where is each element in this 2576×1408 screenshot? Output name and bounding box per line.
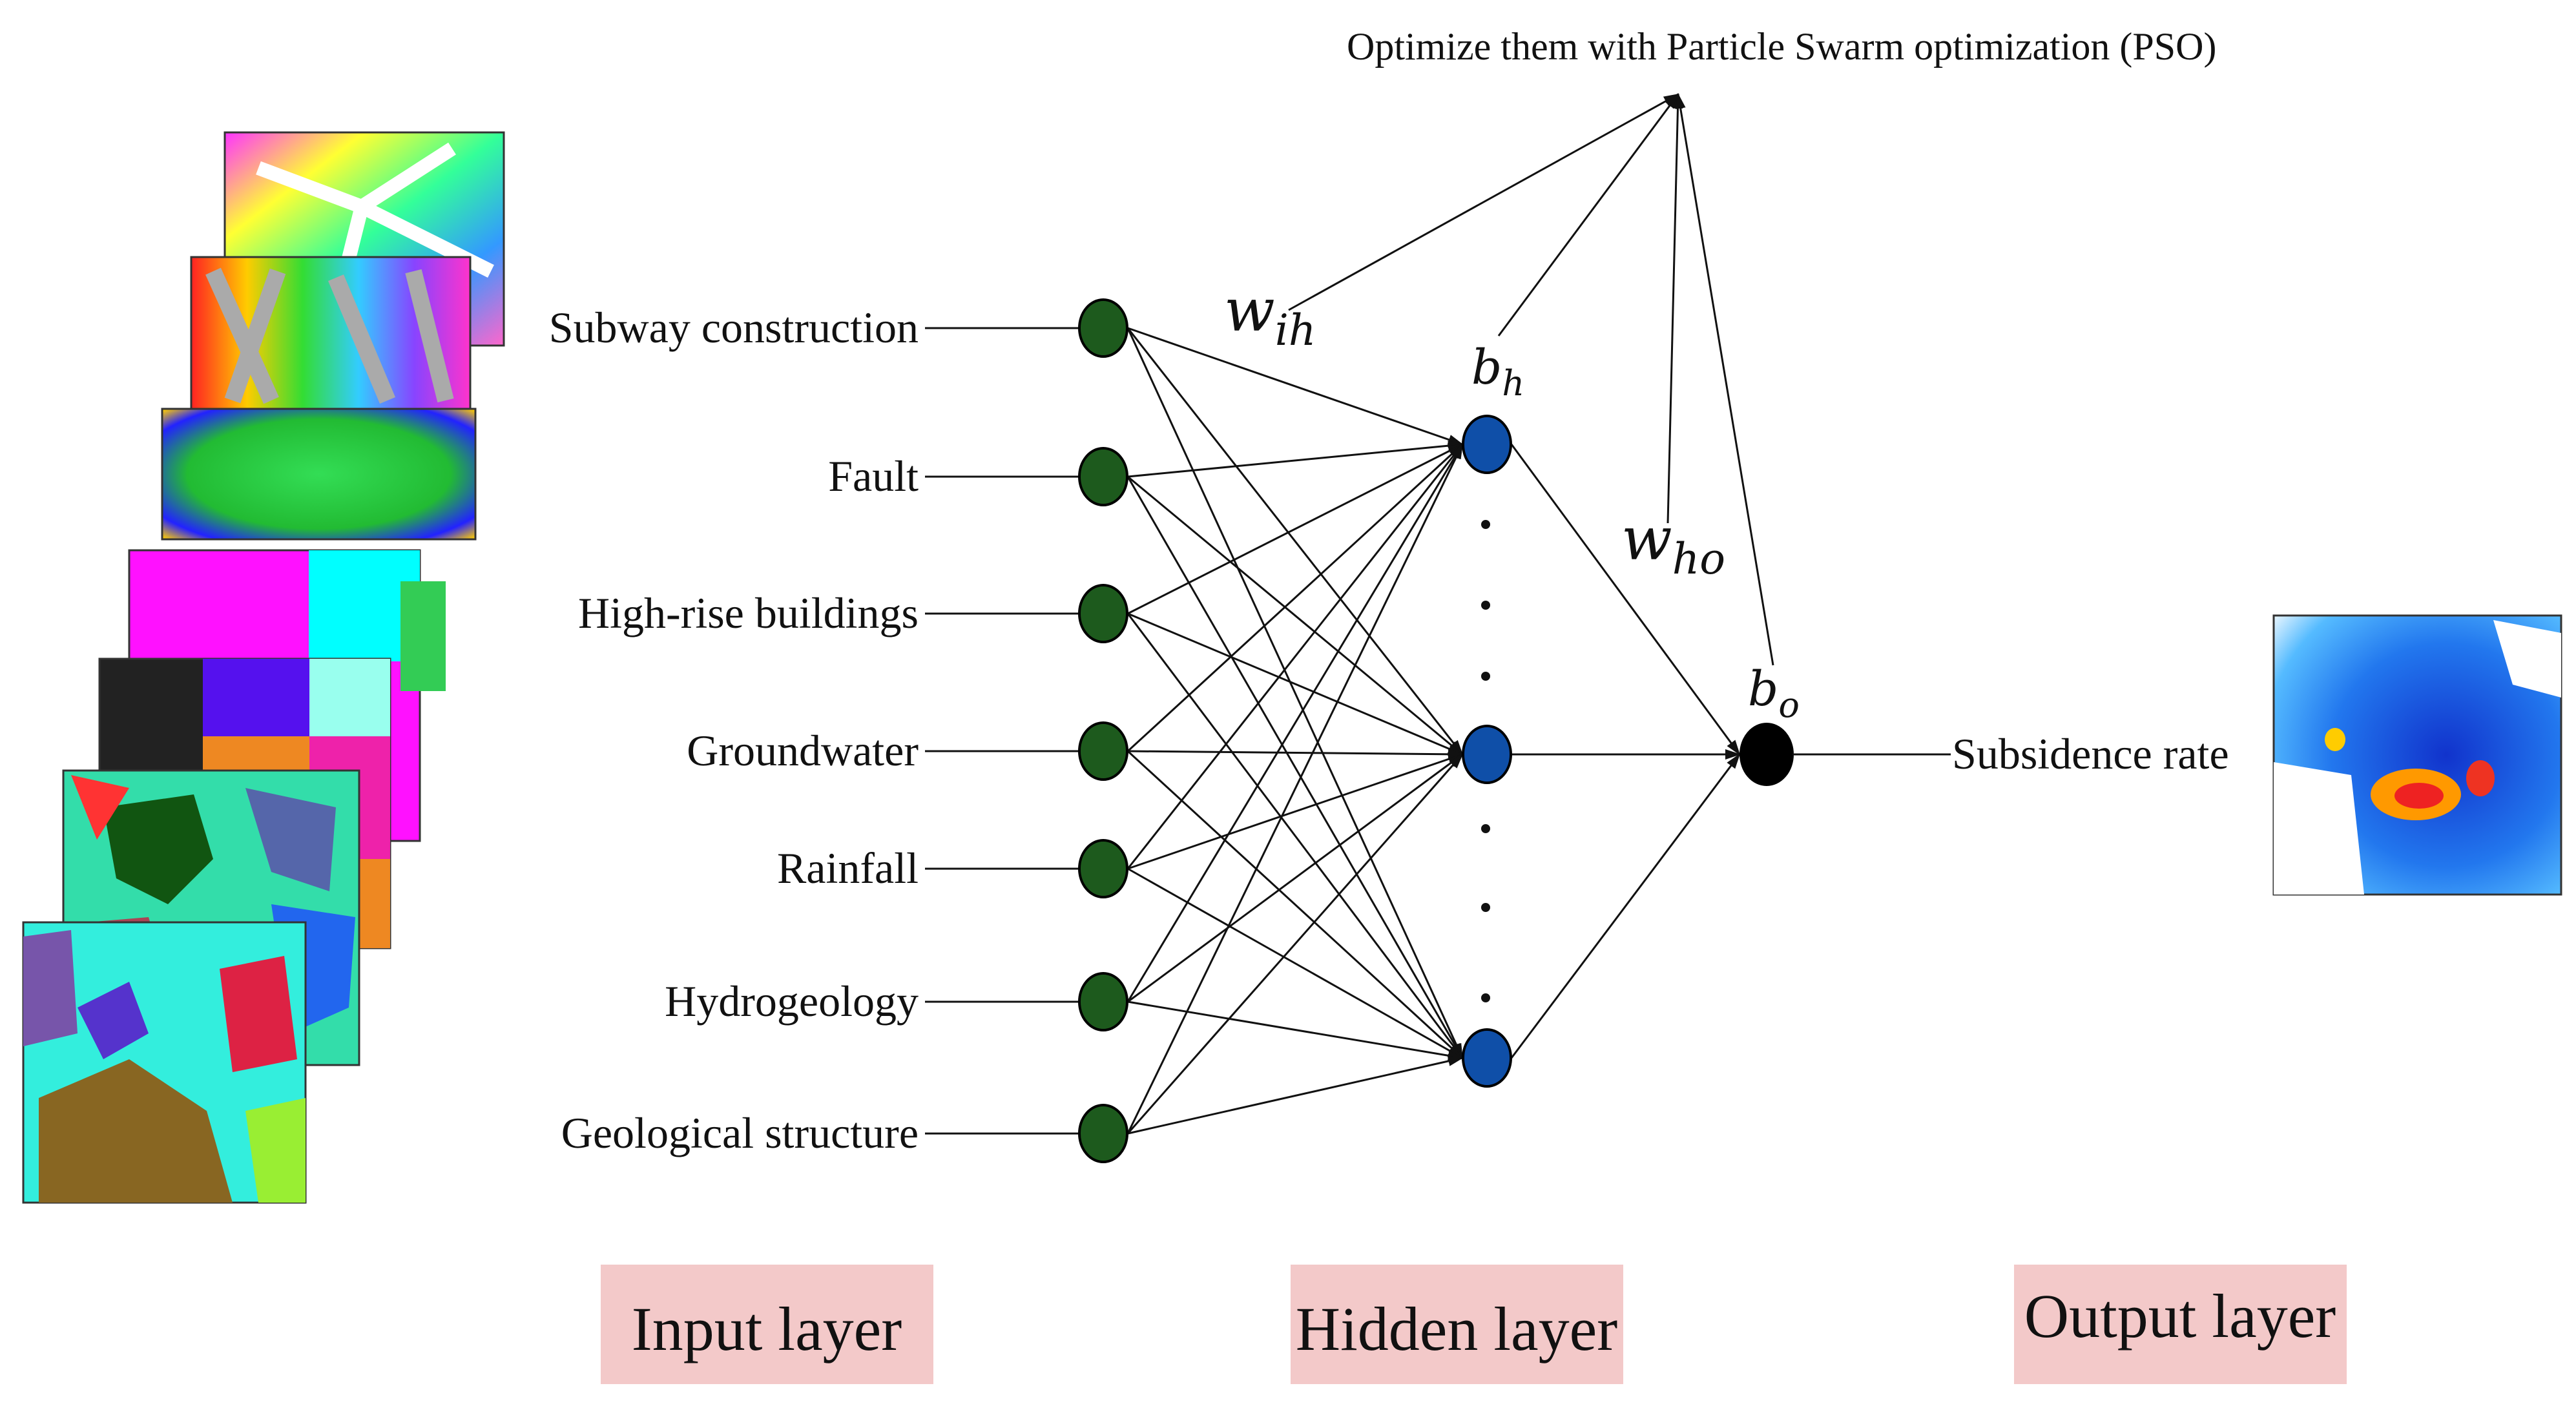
hidden-output-connections	[1510, 444, 1741, 1059]
edge-input-3-hidden-0	[1127, 443, 1464, 752]
input-label-4: Rainfall	[777, 844, 919, 893]
map-geological-structure	[22, 921, 307, 1204]
edge-input-2-hidden-2	[1127, 613, 1464, 1059]
edge-input-5-hidden-2	[1127, 1000, 1464, 1061]
input-label-1: Fault	[828, 451, 919, 501]
hidden-nodes	[1462, 415, 1512, 1088]
input-node-6	[1078, 1104, 1128, 1163]
hidden-ellipsis-dots	[1481, 520, 1490, 1002]
output-layer-box: Output layer	[2014, 1265, 2347, 1384]
edge-hidden-2-output	[1510, 753, 1741, 1059]
output-node	[1740, 723, 1794, 786]
map-fault	[190, 256, 472, 412]
hidden-layer-label: Hidden layer	[1296, 1294, 1618, 1363]
input-node-1	[1078, 447, 1128, 506]
input-node-2	[1078, 584, 1128, 643]
edge-input-1-hidden-0	[1127, 440, 1464, 478]
hidden-node-0	[1462, 415, 1512, 474]
edge-input-1-hidden-2	[1127, 476, 1464, 1059]
map-high-rise-buildings	[161, 408, 477, 541]
input-node-0	[1078, 298, 1128, 358]
input-node-4	[1078, 839, 1128, 898]
edge-input-6-hidden-1	[1127, 753, 1464, 1134]
w-ih-symbol: wih	[1224, 276, 1316, 355]
input-label-0: Subway construction	[549, 303, 919, 352]
edge-input-1-hidden-1	[1127, 475, 1464, 756]
edge-input-4-hidden-0	[1127, 443, 1464, 869]
input-layer-box: Input layer	[601, 1265, 933, 1384]
b-h-symbol: bh	[1471, 340, 1524, 404]
edge-input-6-hidden-0	[1127, 443, 1464, 1134]
input-node-5	[1078, 972, 1128, 1031]
edge-input-2-hidden-0	[1127, 443, 1464, 615]
edge-input-0-hidden-0	[1127, 327, 1464, 446]
edge-input-4-hidden-2	[1127, 867, 1464, 1059]
edge-input-3-hidden-2	[1127, 750, 1464, 1059]
pso-title: Optimize them with Particle Swarm optimi…	[1347, 25, 2216, 68]
edge-input-0-hidden-1	[1127, 327, 1464, 756]
edge-input-2-hidden-1	[1127, 612, 1464, 756]
input-map-stack	[22, 131, 505, 1204]
edge-input-5-hidden-0	[1127, 443, 1464, 1002]
edge-input-0-hidden-2	[1127, 327, 1464, 1059]
hidden-node-1	[1462, 725, 1512, 784]
edge-input-6-hidden-2	[1127, 1056, 1464, 1135]
b-o-symbol: bo	[1748, 661, 1800, 725]
output-label: Subsidence rate	[1952, 729, 2229, 778]
input-label-6: Geological structure	[561, 1108, 919, 1157]
input-label-2: High-rise buildings	[578, 588, 919, 637]
w-ho-symbol: who	[1621, 504, 1725, 584]
hidden-node-2	[1462, 1028, 1512, 1088]
input-node-3	[1078, 721, 1128, 781]
input-label-3: Groundwater	[687, 726, 919, 775]
hidden-layer-box: Hidden layer	[1291, 1265, 1623, 1384]
edge-input-3-hidden-1	[1127, 749, 1464, 760]
edge-input-4-hidden-1	[1127, 753, 1464, 870]
output-layer-label: Output layer	[2024, 1281, 2336, 1351]
output-subsidence-map	[2272, 614, 2562, 896]
pso-arrows	[1288, 93, 1774, 666]
input-hidden-connections	[1127, 327, 1464, 1135]
edge-hidden-0-output	[1510, 444, 1741, 756]
edge-input-5-hidden-1	[1127, 753, 1464, 1003]
input-label-leaders	[925, 327, 1079, 1135]
input-layer-label: Input layer	[632, 1294, 902, 1363]
input-nodes	[1078, 298, 1128, 1163]
input-label-5: Hydrogeology	[665, 977, 919, 1026]
